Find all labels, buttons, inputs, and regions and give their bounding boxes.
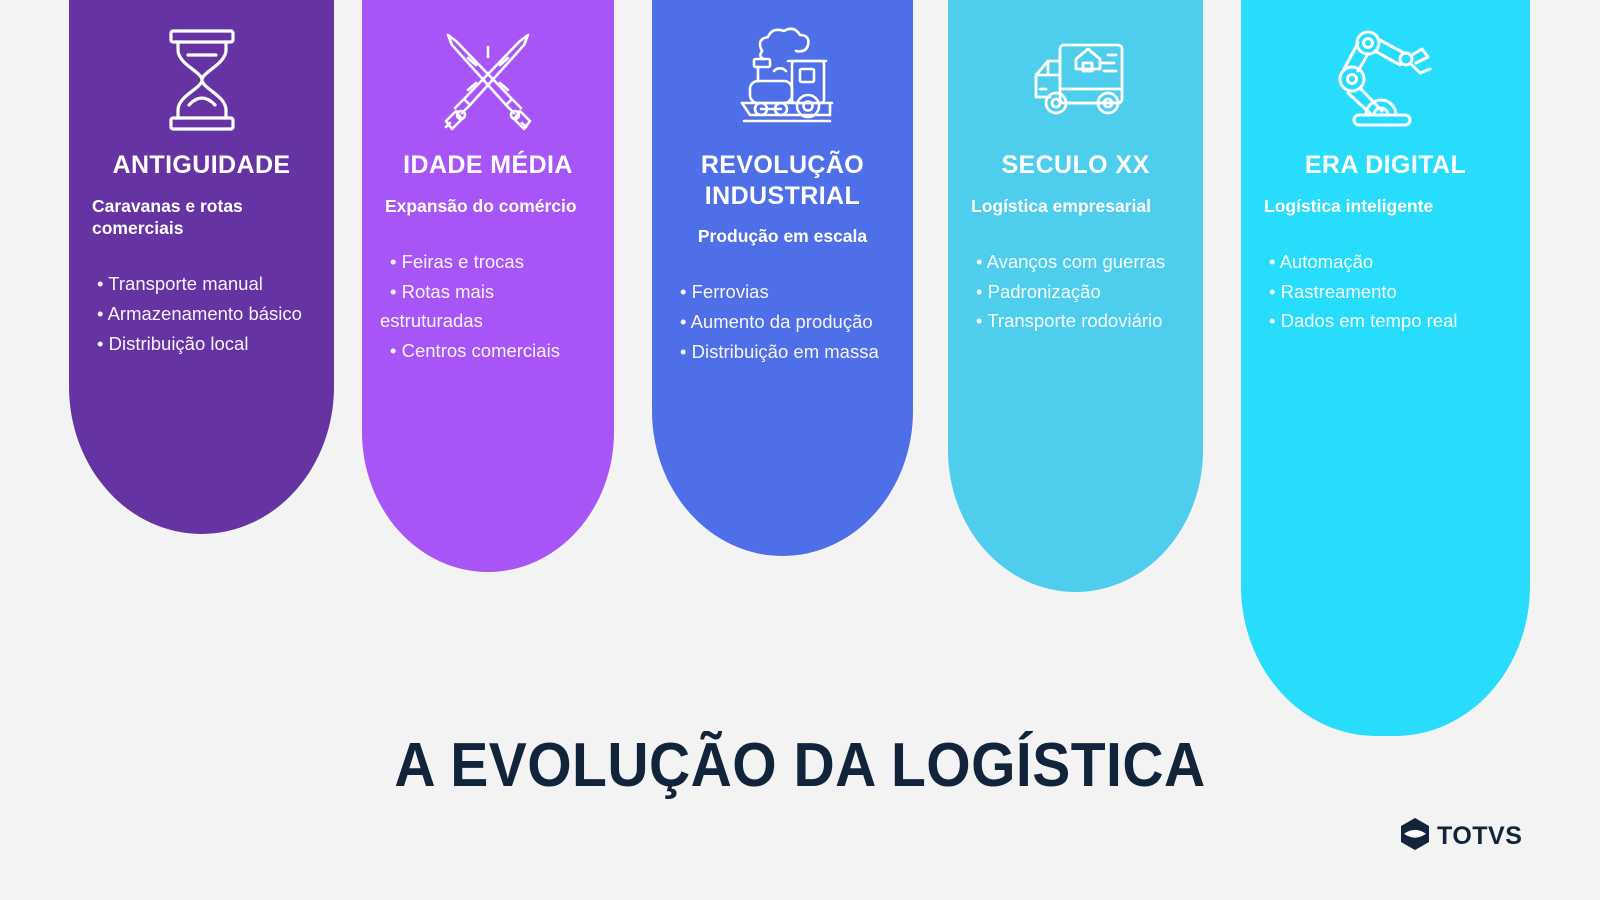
bullet-item: • Padronização (976, 280, 1101, 302)
timeline-column-era-digital[interactable]: ERA DIGITAL Logística inteligente • Auto… (1241, 0, 1530, 736)
bullet-item: • Rotas mais estruturadas (380, 280, 495, 332)
bullet-item: • Distribuição local (97, 332, 249, 354)
delivery-truck-icon (1018, 26, 1134, 134)
timeline-column-revolucao-industrial[interactable]: REVOLUÇÃO INDUSTRIAL Produção em escala … (652, 0, 913, 556)
column-title: ANTIGUIDADE (112, 151, 291, 179)
crossed-swords-icon (436, 26, 540, 134)
steam-train-icon (728, 26, 838, 134)
hexagon-lens-icon (1400, 818, 1430, 855)
column-bullet-list: • Feiras e trocas • Rotas mais estrutura… (380, 247, 596, 367)
column-bullet-list: • Avanços com guerras • Padronização • T… (966, 247, 1185, 337)
logo-text: TOTVS (1437, 822, 1523, 850)
column-bullet-list: • Ferrovias • Aumento da produção • Dist… (670, 277, 895, 367)
page-title: A EVOLUÇÃO DA LOGÍSTICA (394, 731, 1206, 800)
column-title: SECULO XX (1001, 151, 1150, 179)
column-bullet-list: • Automação • Rastreamento • Dados em te… (1259, 247, 1512, 337)
bullet-item: • Feiras e trocas (390, 250, 524, 272)
bullet-item: • Automação (1269, 250, 1374, 272)
timeline-column-idade-media[interactable]: IDADE MÉDIA Expansão do comércio • Feira… (362, 0, 614, 572)
column-subtitle: Logística inteligente (1264, 195, 1434, 216)
timeline-column-antiguidade[interactable]: ANTIGUIDADE Caravanas e rotas comerciais… (69, 0, 334, 534)
column-title: ERA DIGITAL (1304, 151, 1467, 179)
column-subtitle: Expansão do comércio (385, 195, 577, 216)
column-subtitle: Caravanas e rotas comerciais (92, 195, 243, 238)
hourglass-icon (159, 26, 245, 134)
timeline-columns: ANTIGUIDADE Caravanas e rotas comerciais… (69, 0, 1530, 736)
column-title: IDADE MÉDIA (403, 151, 573, 179)
timeline-column-seculo-xx[interactable]: SECULO XX Logística empresarial • Avanço… (948, 0, 1203, 592)
bullet-item: • Transporte manual (97, 272, 263, 294)
column-subtitle: Produção em escala (697, 226, 868, 246)
bullet-item: • Avanços com guerras (976, 250, 1166, 272)
column-subtitle: Logística empresarial (971, 195, 1151, 216)
bullet-item: • Rastreamento (1269, 280, 1397, 302)
bullet-item: • Distribuição em massa (680, 340, 879, 362)
robotic-arm-icon (1334, 26, 1438, 134)
bullet-item: • Transporte rodoviário (976, 310, 1163, 332)
bullet-item: • Dados em tempo real (1269, 310, 1458, 332)
bullet-item: • Centros comerciais (390, 340, 560, 362)
column-bullet-list: • Transporte manual • Armazenamento bási… (87, 269, 316, 359)
bullet-item: • Armazenamento básico (97, 302, 302, 324)
column-title: REVOLUÇÃO INDUSTRIAL (700, 151, 865, 210)
bullet-item: • Ferrovias (680, 281, 769, 303)
bullet-item: • Aumento da produção (680, 311, 873, 333)
totvs-logo[interactable]: TOTVS (1400, 818, 1522, 855)
